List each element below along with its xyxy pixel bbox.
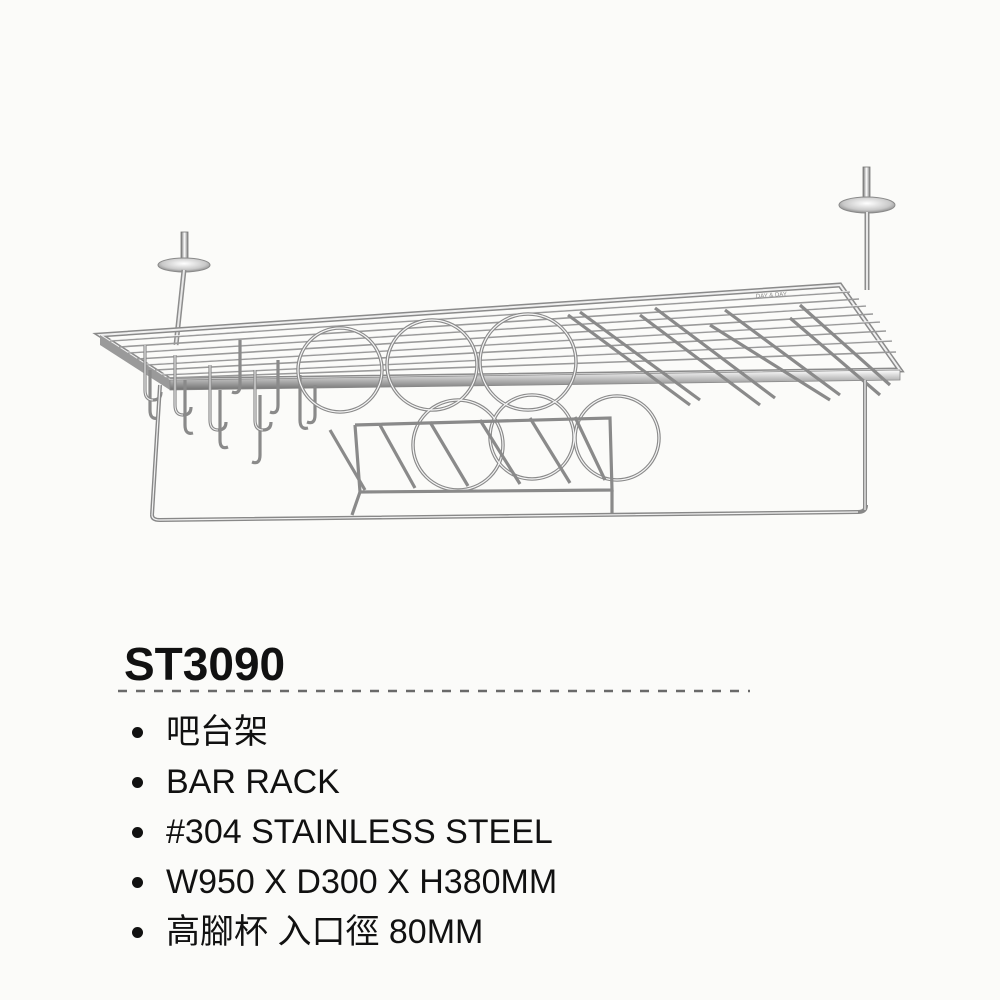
spec-item-dimensions: W950 X D300 X H380MM (128, 857, 557, 907)
product-model-code: ST3090 (124, 638, 286, 690)
spec-item-glass-size: 高腳杯 入口徑 80MM (128, 907, 557, 957)
bullet-dot (132, 877, 143, 888)
rack-grid-wires (109, 291, 897, 379)
spec-item-name-chinese: 吧台架 (128, 707, 557, 757)
dashed-divider (118, 689, 750, 693)
bullet-dot (132, 727, 143, 738)
spec-text: 吧台架 (166, 713, 268, 751)
product-spec-list: 吧台架 BAR RACK #304 STAINLESS STEEL W950 X… (128, 707, 557, 957)
bullet-dot (132, 827, 143, 838)
bullet-dot (132, 777, 143, 788)
bar-rack-product-image: DAY & DAY (92, 166, 905, 523)
ceiling-mount-right (838, 166, 896, 290)
bullet-dot (132, 927, 143, 938)
stemware-rails (567, 303, 892, 407)
spec-text: 高腳杯 入口徑 80MM (166, 913, 484, 951)
spec-text: #304 STAINLESS STEEL (166, 813, 553, 851)
spec-item-material: #304 STAINLESS STEEL (128, 807, 557, 857)
spec-item-name-english: BAR RACK (128, 757, 557, 807)
rack-brand-stamp: DAY & DAY (756, 292, 787, 300)
spec-text: W950 X D300 X H380MM (166, 863, 558, 901)
spec-text: BAR RACK (166, 763, 340, 801)
ceiling-mount-left (157, 231, 211, 346)
lower-bottle-basket (328, 416, 614, 516)
hanging-hooks (143, 340, 317, 465)
